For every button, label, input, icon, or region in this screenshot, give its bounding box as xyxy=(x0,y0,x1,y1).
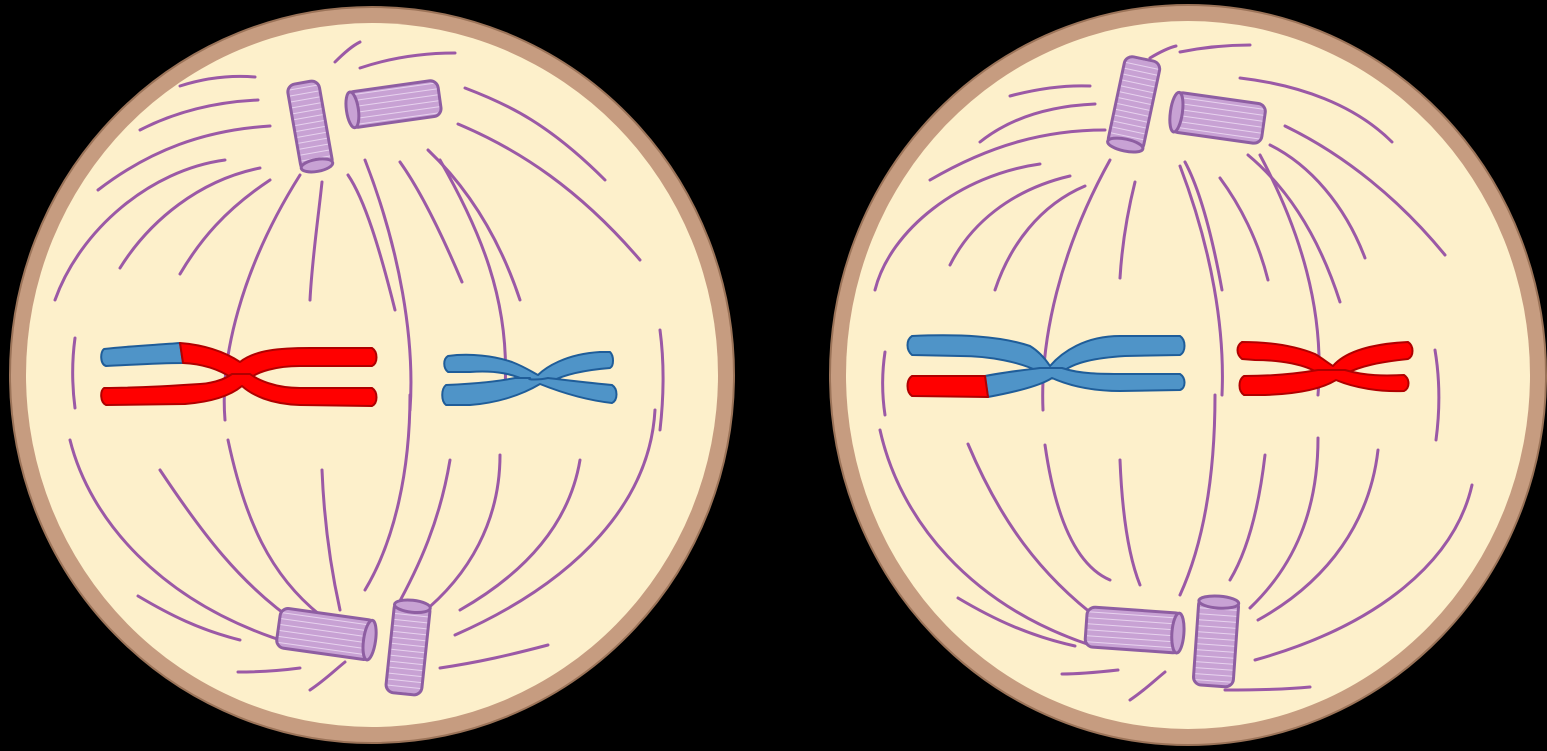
chromatid-segment-red xyxy=(908,376,989,397)
centriole xyxy=(1085,607,1186,654)
centriole xyxy=(1193,595,1239,688)
right-cell xyxy=(830,5,1546,745)
centriole xyxy=(385,598,431,695)
left-cell xyxy=(10,7,734,743)
